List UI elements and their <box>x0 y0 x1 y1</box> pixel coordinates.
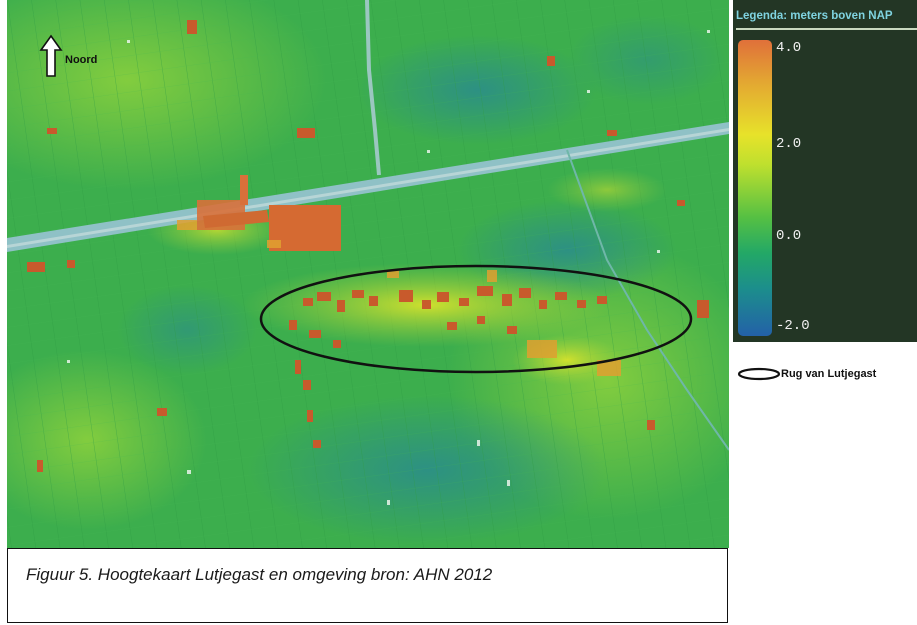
elevation-map: Noord <box>7 0 729 548</box>
legend-tick-2: 2.0 <box>776 136 802 152</box>
elevation-map-graphic <box>7 0 729 548</box>
ridge-key-ellipse-icon <box>737 367 781 381</box>
elevation-legend: Legenda: meters boven NAP 4.0 2.0 0.0 -2… <box>733 0 917 342</box>
legend-divider <box>736 28 917 30</box>
ridge-outline <box>259 264 693 374</box>
legend-color-bar <box>738 40 772 336</box>
legend-tick-0: 0.0 <box>776 228 802 244</box>
north-arrow-icon <box>39 34 63 77</box>
figure-caption: Figuur 5. Hoogtekaart Lutjegast en omgev… <box>26 565 493 584</box>
legend-tick-4: 4.0 <box>776 40 802 56</box>
ridge-key-label: Rug van Lutjegast <box>781 368 877 380</box>
figure-caption-box: Figuur 5. Hoogtekaart Lutjegast en omgev… <box>7 548 728 623</box>
north-label: Noord <box>65 54 98 66</box>
legend-title: Legenda: meters boven NAP <box>736 10 893 22</box>
legend-tick-minus-2: -2.0 <box>776 318 810 334</box>
